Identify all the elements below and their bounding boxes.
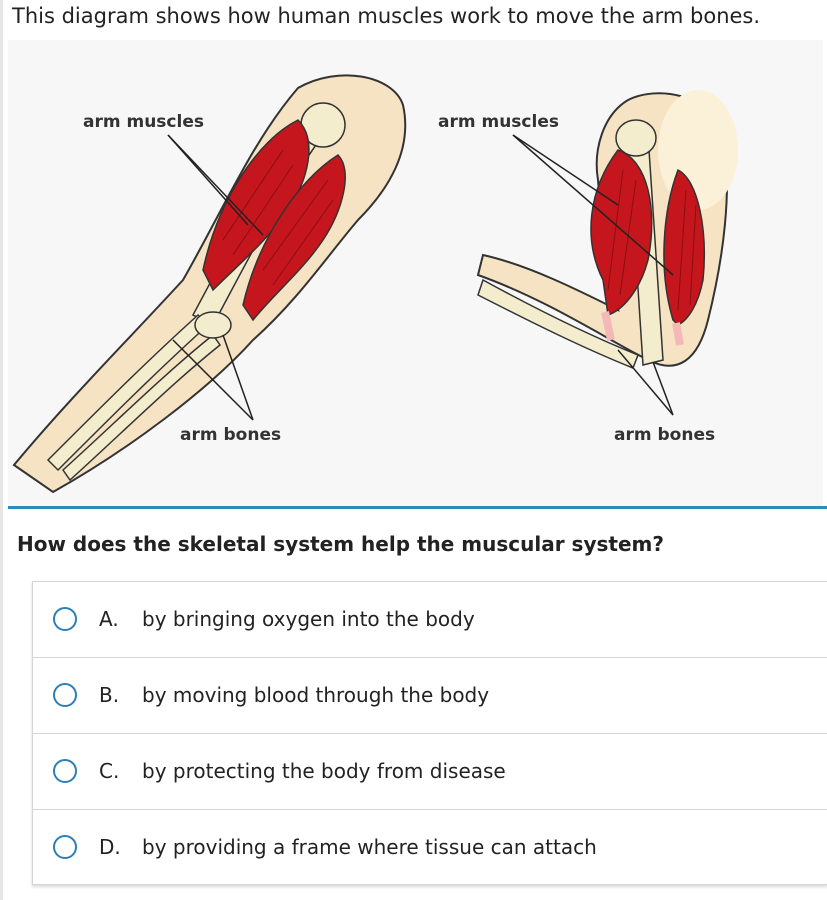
- answer-letter-c: C.: [99, 759, 120, 783]
- extended-arm-muscle-1: [202, 119, 310, 292]
- answer-letter-a: A.: [99, 607, 119, 631]
- flexed-arm-shoulder: [658, 90, 738, 210]
- answer-choices: A. by bringing oxygen into the body B. b…: [32, 581, 827, 885]
- extended-arm-joint: [194, 311, 232, 339]
- radio-button-a[interactable]: [53, 607, 77, 631]
- question-text: How does the skeletal system help the mu…: [17, 532, 664, 556]
- answer-text-b: by moving blood through the body: [142, 683, 490, 707]
- answer-text-c: by protecting the body from disease: [142, 759, 506, 783]
- extended-arm-bone-pointer-1: [172, 339, 254, 421]
- extended-arm: [12, 74, 407, 494]
- flexed-arm-tendons: [601, 311, 684, 346]
- answer-text-d: by providing a frame where tissue can at…: [142, 835, 597, 859]
- flexed-arm-bone-pointer-2: [652, 361, 674, 416]
- intro-text: This diagram shows how human muscles wor…: [12, 4, 761, 28]
- arm-muscles-diagram: arm muscles arm bones arm muscles arm bo…: [8, 40, 823, 506]
- flexed-arm-shoulder-ball: [615, 119, 657, 157]
- answer-letter-d: D.: [99, 835, 121, 859]
- left-arm-bones-label: arm bones: [180, 425, 282, 445]
- flexed-arm-muscle-pointer-2: [512, 134, 674, 276]
- page-edge: [0, 0, 3, 900]
- section-divider: [8, 506, 827, 509]
- extended-arm-muscle-pointer-2: [167, 134, 264, 236]
- radio-button-c[interactable]: [53, 759, 77, 783]
- arm-illustration: [12, 74, 738, 494]
- flexed-arm-muscle-1: [590, 149, 653, 316]
- answer-option-c[interactable]: C. by protecting the body from disease: [33, 734, 827, 810]
- flexed-arm: [476, 90, 738, 416]
- answer-option-b[interactable]: B. by moving blood through the body: [33, 658, 827, 734]
- answer-letter-b: B.: [99, 683, 120, 707]
- right-arm-muscles-label: arm muscles: [438, 112, 559, 132]
- extended-arm-bone-pointer-2: [222, 334, 254, 421]
- left-arm-muscles-label: arm muscles: [83, 112, 204, 132]
- flexed-arm-muscle-pointer-1: [512, 134, 619, 206]
- flexed-arm-bone-pointer-1: [617, 349, 674, 416]
- extended-arm-muscle-lines: [222, 149, 334, 286]
- flexed-arm-muscle-2: [663, 168, 706, 326]
- right-arm-bones-label: arm bones: [614, 425, 716, 445]
- extended-arm-muscle-2: [242, 154, 346, 322]
- answer-text-a: by bringing oxygen into the body: [142, 607, 475, 631]
- radio-button-d[interactable]: [53, 835, 77, 859]
- answer-option-a[interactable]: A. by bringing oxygen into the body: [33, 582, 827, 658]
- radio-button-b[interactable]: [53, 683, 77, 707]
- answer-option-d[interactable]: D. by providing a frame where tissue can…: [33, 810, 827, 885]
- flexed-arm-muscle-lines: [607, 169, 697, 311]
